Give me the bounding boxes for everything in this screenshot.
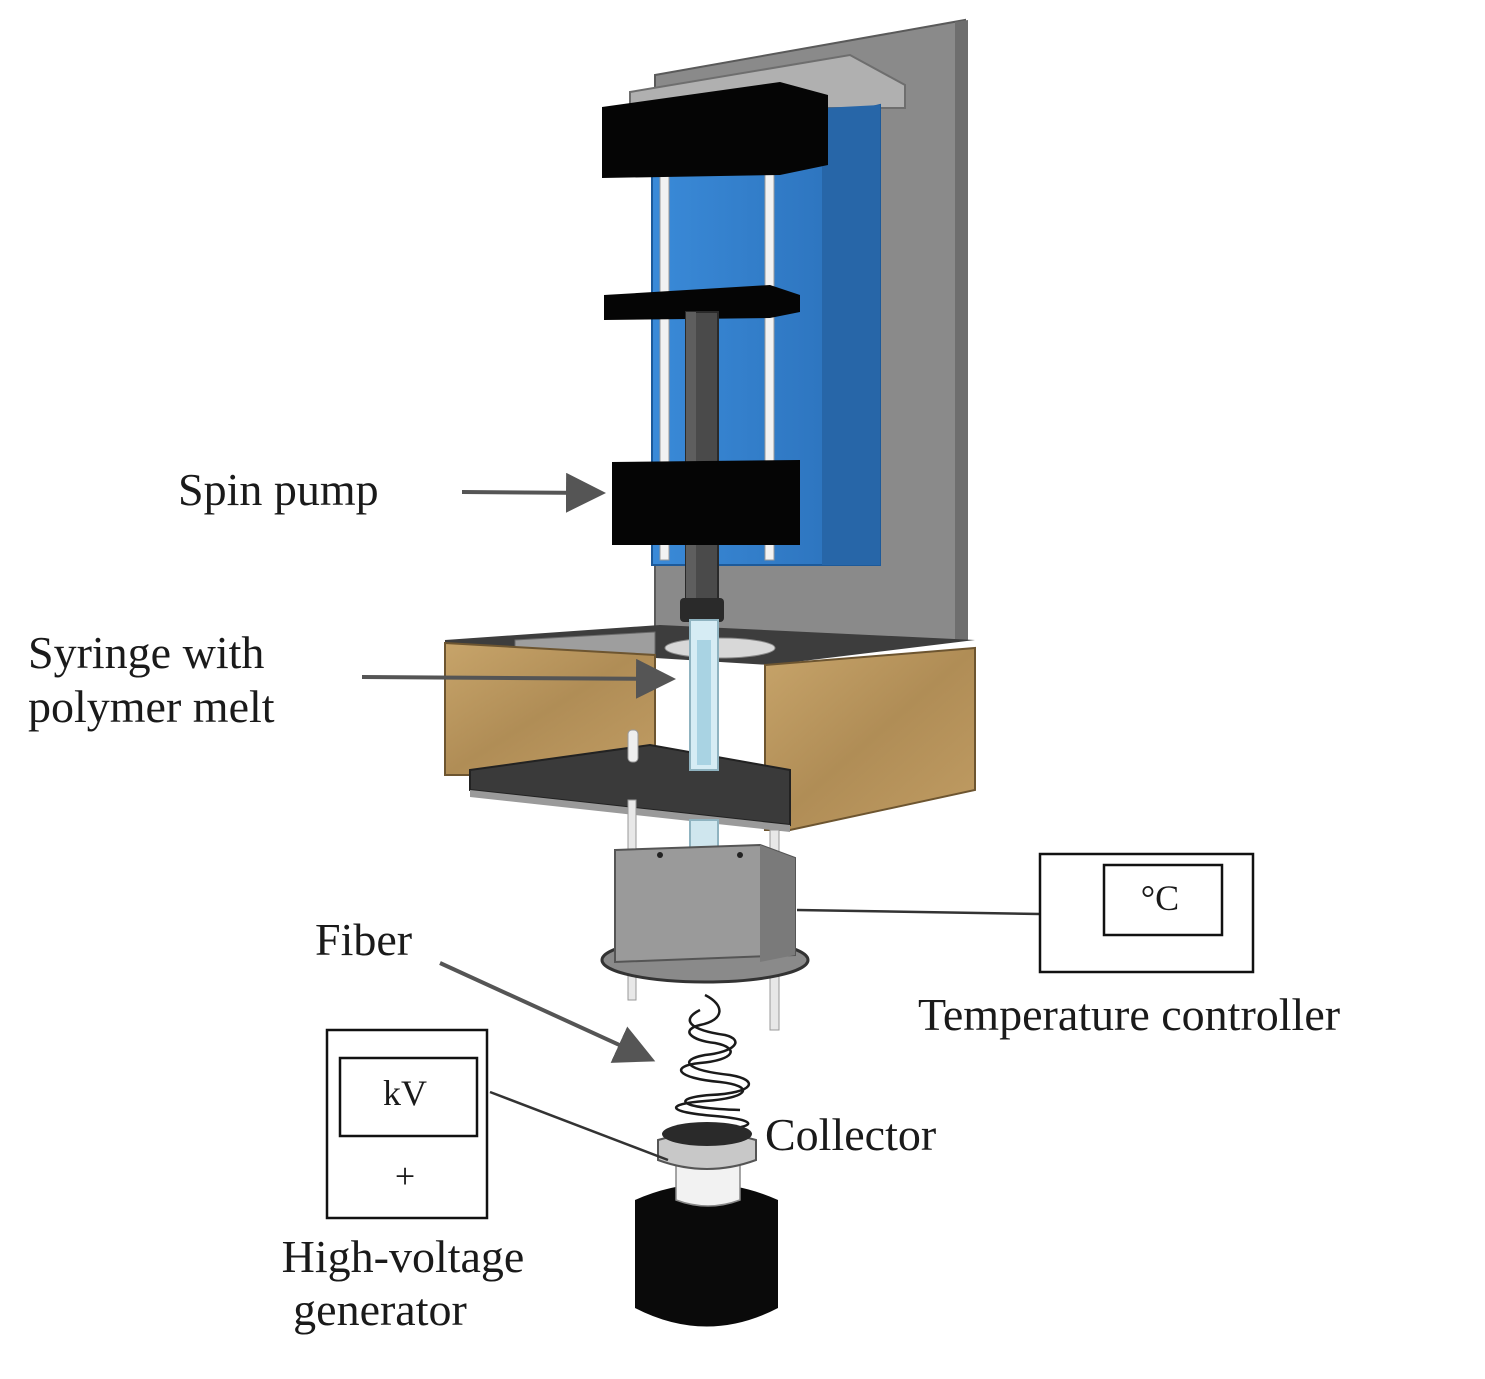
pointer-arrows <box>361 472 676 1063</box>
temperature-display <box>1102 863 1224 937</box>
generator-label-line2: generator <box>293 1284 467 1335</box>
syringe-label-line1: Syringe with <box>28 627 264 678</box>
temperature-controller-label: Temperature controller <box>918 989 1340 1040</box>
collector <box>635 1122 778 1327</box>
syringe-arrow <box>361 658 676 699</box>
spin-pump-arrow <box>461 472 606 513</box>
plunger-rod <box>685 311 719 605</box>
temperature-controller: °C <box>796 852 1255 974</box>
top-clamp-block <box>602 82 828 178</box>
labels: Spin pump Syringe with polymer melt Fibe… <box>28 464 1340 1335</box>
coupling <box>680 598 724 622</box>
voltage-unit-label: kV <box>383 1073 427 1113</box>
fiber-coil <box>675 993 751 1132</box>
voltage-display <box>338 1056 479 1138</box>
collector-label: Collector <box>765 1109 936 1160</box>
spin-pump-label: Spin pump <box>178 464 379 515</box>
pusher-plate <box>604 285 800 320</box>
syringe <box>689 619 719 856</box>
polarity-label: + <box>395 1156 415 1196</box>
fiber-arrow <box>439 961 656 1063</box>
generator-label-line1: High-voltage <box>282 1231 525 1282</box>
temperature-unit-label: °C <box>1141 878 1179 918</box>
syringe-label-line2: polymer melt <box>28 681 275 732</box>
nozzle-heater-block <box>600 843 810 984</box>
fiber-label: Fiber <box>315 914 412 965</box>
high-voltage-generator: kV + <box>325 1028 669 1220</box>
spin-pump-block <box>612 460 800 545</box>
